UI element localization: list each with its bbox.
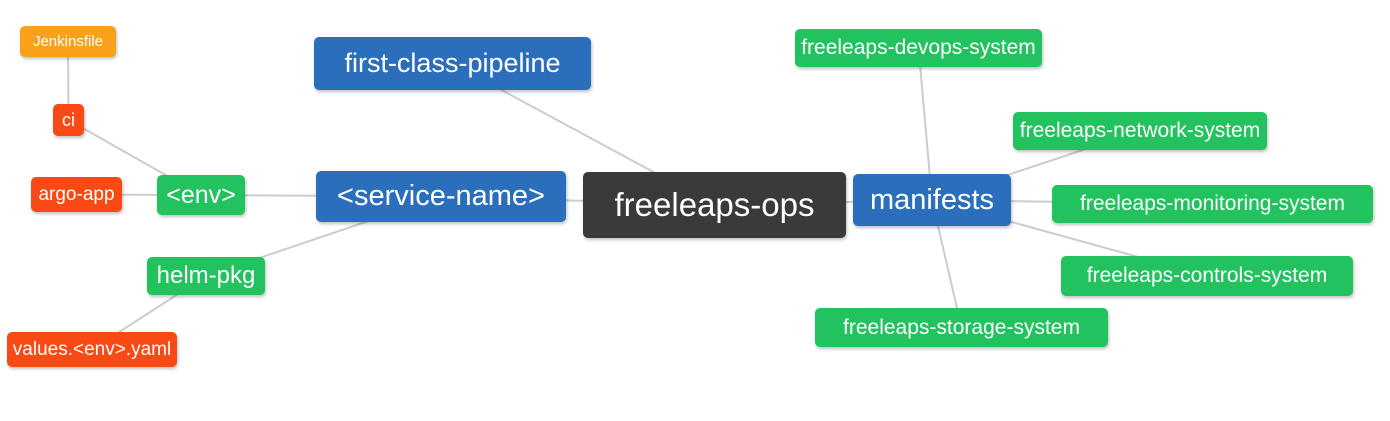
node-helm-pkg[interactable]: helm-pkg (147, 257, 265, 295)
node-ci[interactable]: ci (53, 104, 84, 136)
node-label: ci (62, 109, 75, 130)
node-label: <env> (166, 180, 236, 209)
node-manifests[interactable]: manifests (853, 174, 1011, 226)
node-label: Jenkinsfile (32, 33, 104, 50)
node-freeleaps-monitoring-system[interactable]: freeleaps-monitoring-system (1052, 185, 1373, 223)
node-freeleaps-devops-system[interactable]: freeleaps-devops-system (795, 29, 1042, 67)
node-label: <service-name> (337, 180, 545, 212)
node-service-name[interactable]: <service-name> (316, 171, 566, 222)
node-freeleaps-network-system[interactable]: freeleaps-network-system (1013, 112, 1267, 150)
node-values-env-yaml[interactable]: values.<env>.yaml (7, 332, 177, 367)
node-first-class-pipeline[interactable]: first-class-pipeline (314, 37, 591, 90)
node-label: freeleaps-devops-system (801, 36, 1036, 59)
node-label: freeleaps-ops (614, 186, 815, 223)
node-label: values.<env>.yaml (12, 338, 172, 360)
node-freeleaps-ops[interactable]: freeleaps-ops (583, 172, 846, 238)
node-jenkinsfile[interactable]: Jenkinsfile (20, 26, 116, 57)
node-label: manifests (869, 183, 995, 216)
node-freeleaps-controls-system[interactable]: freeleaps-controls-system (1061, 256, 1353, 296)
node-label: freeleaps-controls-system (1086, 264, 1328, 287)
node-label: first-class-pipeline (344, 48, 561, 78)
node-label: argo-app (38, 183, 115, 205)
node-label: helm-pkg (156, 262, 256, 289)
node-argo-app[interactable]: argo-app (31, 177, 122, 212)
node-label: freeleaps-network-system (1019, 119, 1261, 142)
node-env[interactable]: <env> (157, 175, 245, 215)
node-freeleaps-storage-system[interactable]: freeleaps-storage-system (815, 308, 1108, 347)
node-label: freeleaps-monitoring-system (1080, 192, 1345, 215)
node-label: freeleaps-storage-system (843, 315, 1080, 339)
